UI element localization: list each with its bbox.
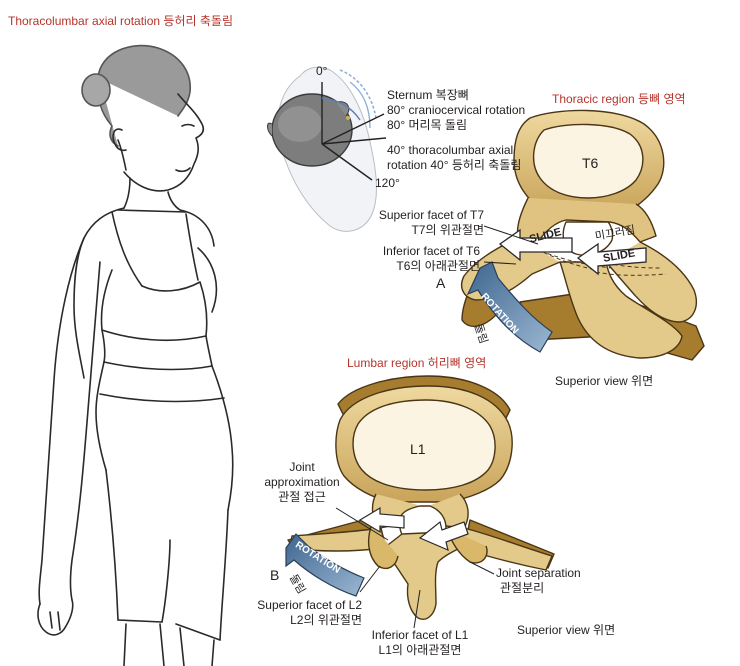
thoracic-region-title: Thoracic region 등뼈 영역 [552, 92, 686, 106]
superior-facet-t7-korean-label: T7의 위관절면 [411, 223, 484, 237]
thoracic-view-label: Superior view 위면 [555, 374, 654, 388]
panel-b-letter: B [270, 567, 280, 583]
lumbar-view-label: Superior view 위면 [517, 623, 616, 637]
sternum-label: Sternum 복장뼈 [387, 88, 469, 102]
inferior-facet-l1-label: Inferior facet of L1 [371, 628, 469, 642]
superior-facet-l2-korean-label: L2의 위관절면 [290, 613, 362, 627]
t6-vertebra-label: T6 [582, 155, 599, 171]
figure-title: Thoracolumbar axial rotation 등허리 축돌림 [8, 14, 233, 28]
inferior-facet-t6-label: Inferior facet of T6 [382, 244, 480, 258]
joint-separation-arrow [418, 520, 469, 552]
woman-figure [37, 44, 234, 666]
joint-approximation-korean-label: 관절 접근 [278, 490, 326, 504]
deg120-label: 120° [375, 176, 400, 190]
joint-approximation-arrow [358, 506, 405, 534]
superior-facet-l2-label: Superior facet of L2 [257, 598, 362, 612]
thoracolumbar-rotation-korean-label: rotation 40° 등허리 축돌림 [387, 158, 522, 172]
joint-approximation-label-2: approximation [264, 475, 340, 489]
slide-arrow-right [576, 242, 647, 276]
rotation-arrow-thoracic [466, 261, 553, 353]
joint-separation-korean-label: 관절분리 [500, 581, 545, 595]
thoracic-leader-lines [483, 225, 539, 265]
lumbar-vertebra [287, 375, 555, 620]
craniocervical-rotation-korean-label: 80° 머리목 돌림 [387, 118, 468, 132]
joint-approximation-label: Joint [289, 460, 315, 474]
lumbar-leader-lines [335, 507, 495, 629]
rotation-arrow-lumbar [285, 533, 365, 597]
lumbar-region-title: Lumbar region 허리뼈 영역 [347, 356, 487, 370]
zero-degree-label: 0° [316, 64, 328, 78]
superior-facet-t7-label: Superior facet of T7 [378, 208, 484, 222]
l1-vertebra-label: L1 [410, 441, 426, 457]
craniocervical-rotation-label: 80° craniocervical rotation [387, 103, 526, 117]
inferior-facet-l1-korean-label: L1의 아래관절면 [378, 643, 462, 657]
inferior-facet-t6-korean-label: T6의 아래관절면 [396, 259, 480, 273]
panel-a-letter: A [436, 275, 446, 291]
rotation-diagram [267, 66, 387, 232]
thoracolumbar-rotation-label: 40° thoracolumbar axial [387, 143, 514, 157]
joint-separation-label: Joint separation [496, 566, 581, 580]
